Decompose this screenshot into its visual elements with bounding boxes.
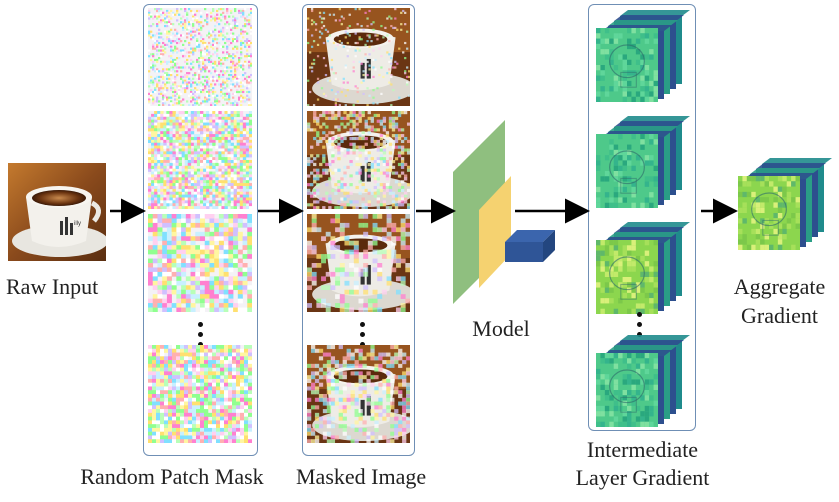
aggregate-label-line2: Gradient (741, 303, 818, 328)
masked-tile-3 (307, 214, 410, 312)
masked-image-label: Masked Image (296, 464, 427, 489)
gradient-stack-4 (596, 335, 690, 427)
gradient-stack-3 (596, 222, 690, 314)
intermediate-label-line2: Layer Gradient (575, 465, 710, 490)
ellipsis-mask (198, 322, 204, 352)
random-patch-mask-label: Random Patch Mask (80, 464, 264, 489)
model-block-icon (453, 120, 555, 304)
mask-tile-3 (148, 214, 252, 312)
masked-tile-4 (307, 345, 410, 443)
aggregate-gradient-stack (738, 158, 832, 250)
masked-tile-2 (307, 111, 410, 209)
mask-tile-1 (148, 8, 252, 106)
gradient-stack-2 (596, 116, 690, 208)
model-label: Model (472, 316, 530, 341)
ellipsis-gradient (637, 312, 643, 342)
mask-tile-2 (148, 111, 252, 209)
aggregate-label-line1: Aggregate (733, 274, 826, 299)
mask-tile-4 (148, 345, 252, 443)
ellipsis-masked (360, 322, 366, 352)
svg-text:illy: illy (74, 221, 81, 227)
gradient-stack-1 (596, 10, 690, 102)
intermediate-label-line1: Intermediate (586, 437, 699, 462)
raw-input-image: illy (8, 163, 106, 261)
raw-input-label: Raw Input (6, 274, 99, 299)
masked-tile-1 (307, 8, 410, 106)
